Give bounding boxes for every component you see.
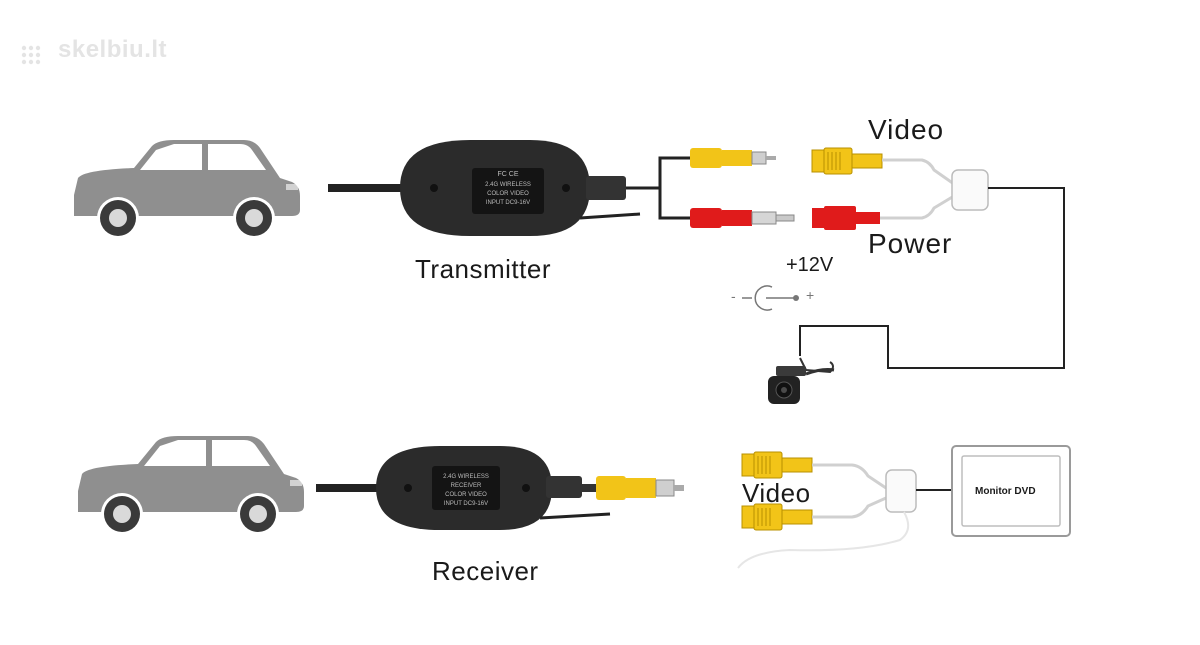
top-splitter-junction — [951, 169, 989, 211]
receiver-box-text-4: INPUT DC9-16V — [444, 501, 488, 507]
bottom-splitter-junction — [885, 469, 917, 513]
voltage-label: +12V — [786, 254, 834, 276]
transmitter-box-text-4: INPUT DC9-16V — [486, 200, 530, 206]
polarity-plus-label: + — [806, 287, 815, 303]
polarity-symbol-icon — [742, 285, 799, 311]
watermark: skelbiu.lt — [58, 36, 168, 63]
transmitter-box-text-2: 2.4G WIRELESS — [485, 182, 531, 188]
receiver-box-text-1: 2.4G WIRELESS — [443, 474, 489, 480]
receiver-device — [376, 446, 611, 530]
receiver-video-plug — [582, 476, 684, 500]
monitor-video-female-plug-1 — [741, 451, 813, 479]
monitor-label: Monitor DVD — [975, 486, 1036, 497]
transmitter-device — [400, 140, 641, 236]
video-label-top: Video — [868, 114, 945, 145]
receiver-box-text-2: RECEIVER — [451, 483, 482, 489]
rear-camera-icon — [768, 357, 835, 404]
video-male-plug — [690, 148, 776, 168]
car-top-icon — [74, 140, 300, 239]
polarity-minus-label: - — [731, 288, 736, 304]
video-female-plug — [811, 147, 883, 175]
transmitter-label: Transmitter — [415, 254, 551, 284]
car-bottom-icon — [78, 436, 304, 535]
receiver-box-text-3: COLOR VIDEO — [445, 492, 487, 498]
receiver-label: Receiver — [432, 556, 539, 586]
power-label: Power — [868, 228, 953, 259]
watermark-logo-icon — [21, 45, 41, 65]
monitor-dvd — [951, 445, 1071, 537]
power-male-plug — [690, 208, 795, 228]
transmitter-box-text-3: COLOR VIDEO — [487, 191, 529, 197]
transmitter-box-text-1: FC CE — [498, 171, 519, 178]
power-female-plug — [812, 206, 880, 230]
video-label-bottom: Video — [742, 478, 811, 508]
